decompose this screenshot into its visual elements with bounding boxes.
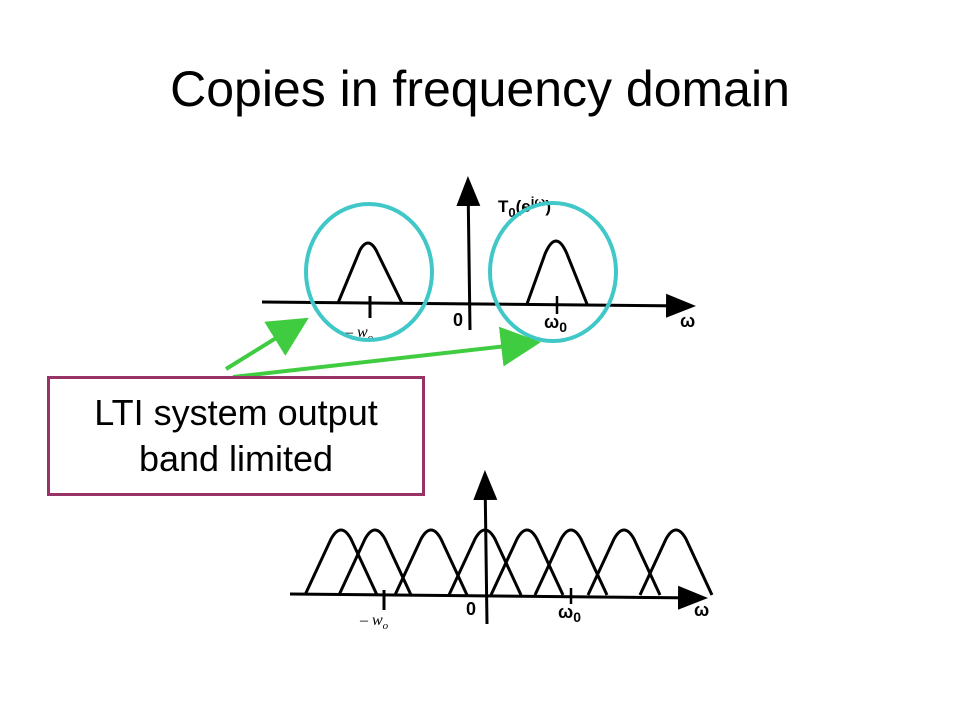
svg-text:– wo: – wo	[359, 612, 389, 632]
left-highlight-circle	[304, 202, 434, 342]
top-plot: T0(ejω) 0 ω0 ω – wo	[261, 176, 696, 344]
callout-line-2: band limited	[138, 438, 334, 479]
top-function-sub: 0	[508, 205, 515, 220]
arrow-to-right-circle	[232, 326, 541, 379]
callout-line-1: LTI system output	[94, 392, 378, 433]
bottom-bumps	[303, 528, 714, 596]
bottom-axis-label: ω	[694, 600, 709, 620]
bottom-x-axis	[289, 585, 708, 610]
right-highlight-circle	[488, 201, 618, 343]
top-w0-sub: 0	[559, 319, 567, 335]
top-function-label: T	[498, 197, 509, 216]
top-function-close: )	[545, 197, 551, 216]
bottom-y-axis	[473, 470, 498, 625]
top-left-bump	[336, 241, 404, 304]
spectral-copy-3	[393, 528, 469, 596]
spectral-copy-1	[303, 528, 379, 596]
svg-text:T0(ejω): T0(ejω)	[498, 194, 551, 220]
top-w0-label: ω	[544, 312, 559, 332]
bottom-w0-label: ω	[558, 602, 573, 622]
spectral-copy-7	[586, 528, 662, 596]
spectral-copy-8	[638, 528, 714, 596]
bottom-neg-w0-sub: o	[383, 620, 389, 632]
top-origin-label: 0	[453, 310, 463, 330]
arrow-to-left-circle	[224, 317, 309, 371]
top-x-axis	[261, 293, 696, 318]
spectral-copy-6	[533, 528, 609, 596]
spectral-copy-4	[447, 528, 523, 596]
bottom-w0-sub: 0	[573, 609, 581, 625]
svg-text:ω0: ω0	[544, 312, 567, 335]
bottom-neg-w0-label: – w	[359, 612, 383, 629]
bottom-plot: 0 ω0 ω – wo	[289, 470, 714, 632]
bottom-origin-label: 0	[466, 599, 476, 619]
callout-box: LTI system output band limited	[47, 376, 425, 496]
top-right-bump	[525, 239, 589, 305]
top-y-axis	[456, 176, 481, 331]
svg-text:ω0: ω0	[558, 602, 581, 625]
spectral-copy-5	[489, 528, 565, 596]
spectral-copy-2	[337, 528, 413, 596]
top-axis-label: ω	[680, 311, 695, 331]
slide-title: Copies in frequency domain	[170, 61, 790, 117]
